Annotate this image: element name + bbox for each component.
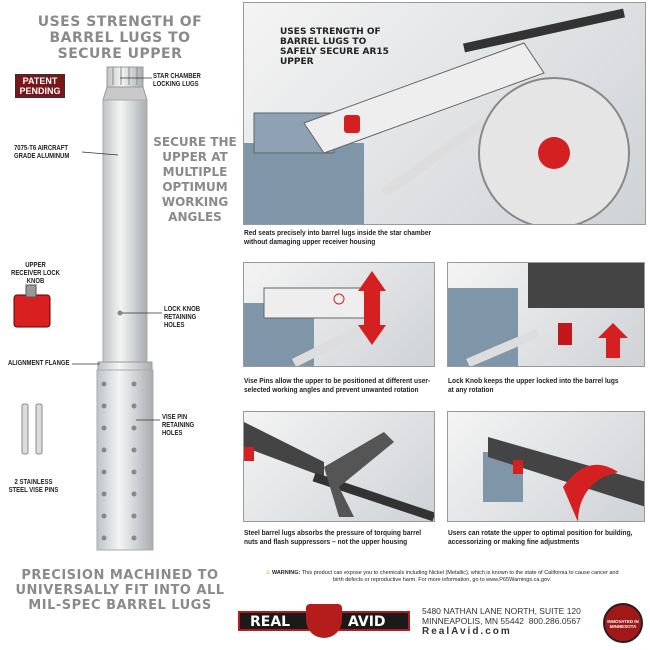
label-retaining-holes: LOCK KNOB RETAINING HOLES bbox=[164, 306, 201, 329]
real-avid-logo: REAL AVID bbox=[238, 604, 410, 638]
pending-text: PENDING bbox=[19, 86, 61, 96]
caption-steel-lugs: Steel barrel lugs absorbs the pressure o… bbox=[244, 528, 422, 546]
headline-bottom: PRECISION MACHINED TO UNIVERSALLY FIT IN… bbox=[15, 568, 225, 613]
headline-top: USES STRENGTH OF BARREL LUGS TO SECURE U… bbox=[37, 14, 203, 62]
caption-lock-knob: Lock Knob keeps the upper locked into th… bbox=[448, 376, 619, 394]
label-vise-pins: 2 STAINLESS STEEL VISE PINS bbox=[8, 479, 59, 494]
warning-icon: ⚠ bbox=[265, 570, 271, 576]
address-line-1: 5480 NATHAN LANE NORTH, SUITE 120 bbox=[422, 606, 581, 616]
patent-pending-badge: PATENT PENDING bbox=[15, 74, 65, 98]
panel-rotate-upper bbox=[447, 411, 645, 522]
panel-title: USES STRENGTH OF BARREL LUGS TO SAFELY S… bbox=[280, 27, 389, 67]
panel-vise-pins bbox=[243, 262, 435, 367]
headline-mid: SECURE THE UPPER AT MULTIPLE OPTIMUM WOR… bbox=[153, 135, 237, 224]
innovated-in-minnesota-badge: INNOVATED IN MINNESOTA bbox=[603, 603, 643, 643]
label-star-chamber: STAR CHAMBER LOCKING LUGS bbox=[153, 73, 201, 88]
warning-label: WARNING: bbox=[271, 570, 301, 576]
label-lock-knob: UPPER RECEIVER LOCK KNOB bbox=[11, 262, 60, 285]
barrel-vise-tool-illustration bbox=[13, 66, 162, 551]
patent-text: PATENT bbox=[22, 76, 58, 86]
warning-text: This product can expose you to chemicals… bbox=[301, 570, 619, 583]
panel-steel-lugs bbox=[243, 411, 435, 522]
caption-red-seats: Red seats precisely into barrel lugs ins… bbox=[244, 228, 432, 246]
vise-upper-illustration bbox=[244, 8, 630, 224]
label-vise-pin-holes: VISE PIN RETAINING HOLES bbox=[162, 414, 195, 437]
label-aluminum: 7075-T6 AIRCRAFT GRADE ALUMINUM bbox=[14, 145, 70, 160]
caption-rotate-upper: Users can rotate the upper to optimal po… bbox=[448, 528, 633, 546]
logo-avid: AVID bbox=[348, 614, 386, 630]
website-link[interactable]: RealAvid.com bbox=[422, 626, 512, 637]
address-line-2: MINNEAPOLIS, MN 55442 bbox=[422, 616, 525, 626]
caption-vise-pins: Vise Pins allow the upper to be position… bbox=[244, 376, 431, 394]
label-alignment-flange: ALIGNMENT FLANGE bbox=[8, 360, 70, 367]
company-address: 5480 NATHAN LANE NORTH, SUITE 120 MINNEA… bbox=[422, 606, 594, 637]
panel-lock-knob bbox=[447, 262, 645, 367]
logo-real: REAL bbox=[250, 614, 291, 630]
panel-barrel-lugs-overview: USES STRENGTH OF BARREL LUGS TO SAFELY S… bbox=[243, 2, 646, 225]
badge-text: INNOVATED IN MINNESOTA bbox=[607, 619, 639, 629]
phone-number: 800.286.0567 bbox=[528, 616, 581, 626]
prop65-warning: ⚠ WARNING: This product can expose you t… bbox=[262, 570, 622, 584]
